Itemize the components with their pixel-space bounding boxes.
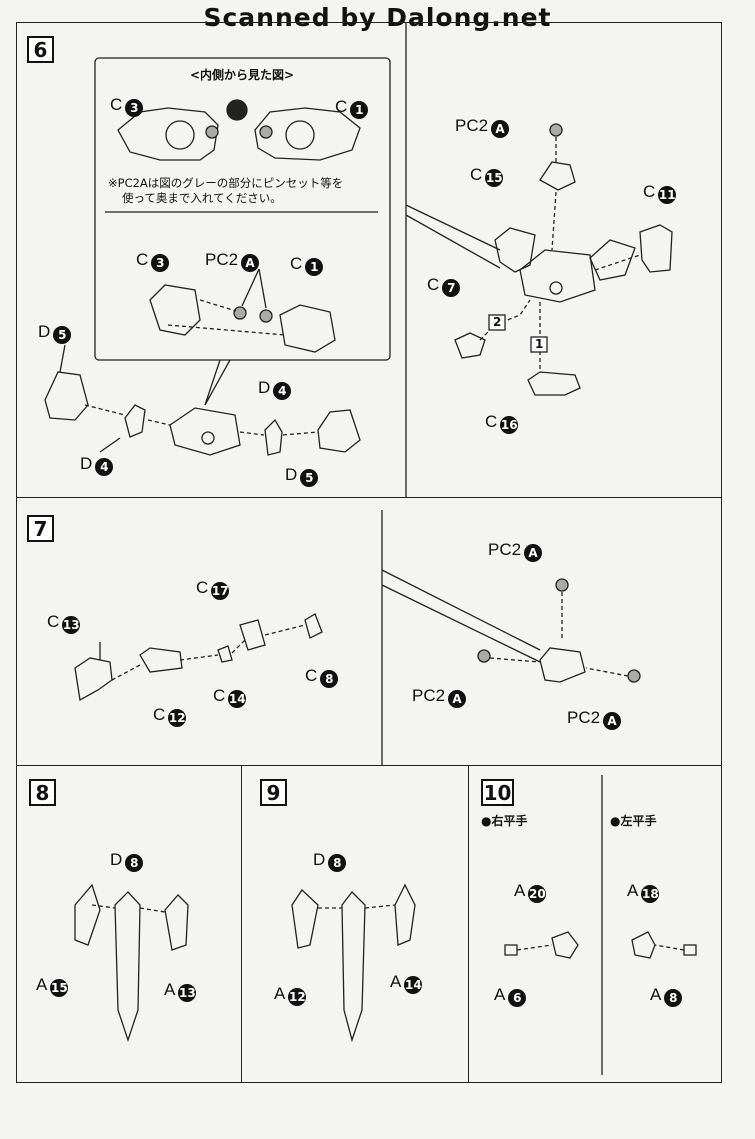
scan-watermark: Scanned by Dalong.net — [203, 3, 552, 32]
inset-note-line1: ※PC2Aは図のグレーの部分にピンセット等を — [108, 176, 344, 190]
inset-note-line2: 使って奥まで入れてください。 — [122, 191, 282, 205]
step-number-8: 8 — [29, 779, 56, 806]
order-label-2: 2 — [493, 315, 502, 329]
order-label-1: 1 — [535, 337, 544, 351]
inset-title: <内側から見た図> — [190, 68, 295, 82]
step-number-7: 7 — [27, 515, 54, 542]
right-hand-caption: ●右平手 — [481, 814, 528, 828]
step-number-10: 10 — [481, 779, 514, 806]
step-number-9: 9 — [260, 779, 287, 806]
step-10-panel — [468, 765, 722, 1083]
step-number-6: 6 — [27, 36, 54, 63]
left-hand-caption: ●左平手 — [610, 814, 657, 828]
